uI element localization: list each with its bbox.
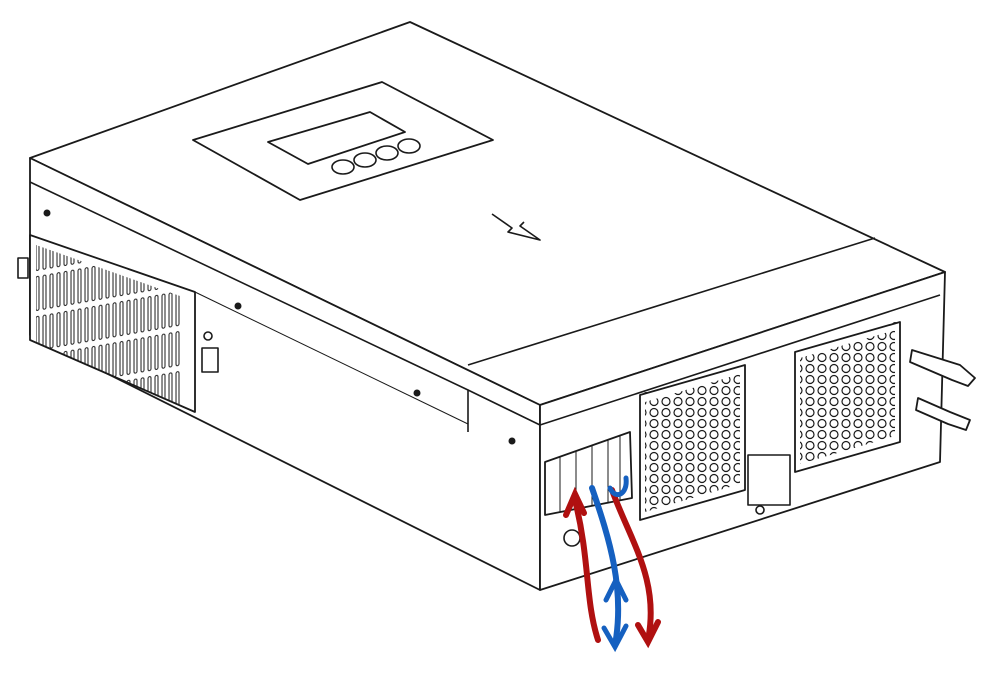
arrow-blue	[589, 485, 622, 648]
arrow-red-in	[572, 497, 601, 643]
rj45-port[interactable]	[201, 347, 219, 373]
arrow-red-out	[609, 487, 654, 643]
lid-seam	[467, 237, 876, 366]
lcd-screen	[267, 111, 406, 165]
side-knob	[17, 257, 29, 279]
pv-connector[interactable]	[909, 349, 976, 431]
lightning-icon	[491, 213, 541, 241]
terminal-block[interactable]	[544, 431, 633, 516]
display-buttons[interactable]	[331, 138, 421, 175]
ac-outlet[interactable]	[747, 454, 791, 506]
